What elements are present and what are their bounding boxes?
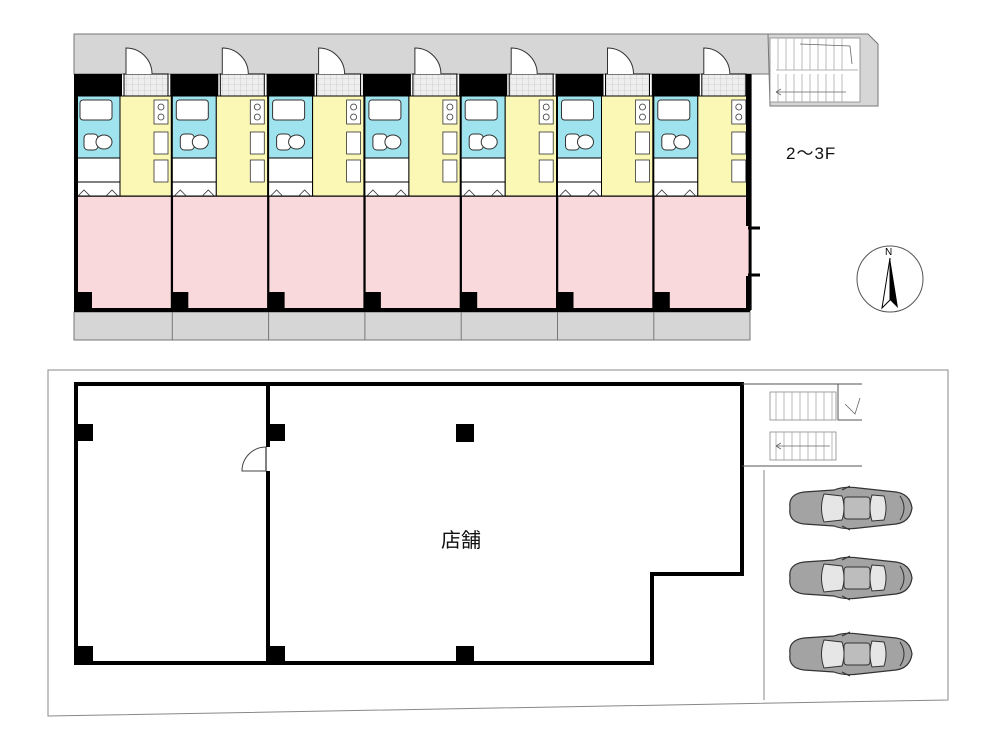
upper-floor-plan [73,33,879,341]
door-swing [414,47,442,75]
apartment-unit [459,47,559,311]
apartment-unit [555,47,656,311]
apartment-unit [170,47,271,311]
stove-icon [249,99,265,125]
living-room [653,195,751,311]
column [557,292,574,310]
parked-car-2 [789,555,913,601]
stove-icon [442,99,458,125]
ground-floor-plan [47,369,949,717]
site-boundary [47,369,949,717]
floor-label: 2～3F [786,144,837,163]
stair-ground [742,383,862,467]
shop-label: 店舗 [441,528,481,552]
parked-car-1 [789,485,913,531]
door-swing [125,47,153,75]
apartment-unit [74,47,174,311]
sink-icon [153,131,169,155]
door-swing [318,47,346,75]
sink-icon [635,131,650,155]
door-swing [241,446,272,472]
bathtub-icon [561,99,594,121]
bathtub-icon [79,99,113,121]
column [76,292,92,310]
door-swing [221,47,249,75]
column [653,292,670,310]
sink-icon [731,131,747,155]
column [172,292,189,310]
parked-car-3 [789,631,913,677]
door-swing [703,47,731,75]
stove-icon [538,99,554,125]
living-room [171,195,270,311]
sink-icon [442,131,458,155]
stove-icon [346,99,362,125]
stove-icon [635,99,650,125]
shop-room-main [266,382,744,665]
sink-icon [538,131,554,155]
living-room [267,195,366,311]
column [268,292,285,310]
apartment-unit [266,47,367,311]
sink-icon [249,131,265,155]
column [461,292,478,310]
columns [76,424,474,664]
column [364,292,381,310]
sink-icon [346,131,362,155]
stair-upper [767,33,879,107]
door-swing [510,47,538,75]
stove-icon [731,99,747,125]
shop-room-left [74,382,270,665]
balcony [73,311,751,341]
north-letter: N [885,247,892,258]
bathtub-icon [657,99,691,121]
north-arrow-icon: N [856,245,924,313]
bathtub-icon [368,99,402,121]
bathtub-icon [464,99,498,121]
door-swing [607,47,634,75]
stove-icon [153,99,169,125]
apartment-unit [362,47,463,311]
bathtub-icon [175,99,209,121]
bathtub-icon [272,99,306,121]
living-room [364,195,462,311]
apartment-unit [651,47,752,311]
